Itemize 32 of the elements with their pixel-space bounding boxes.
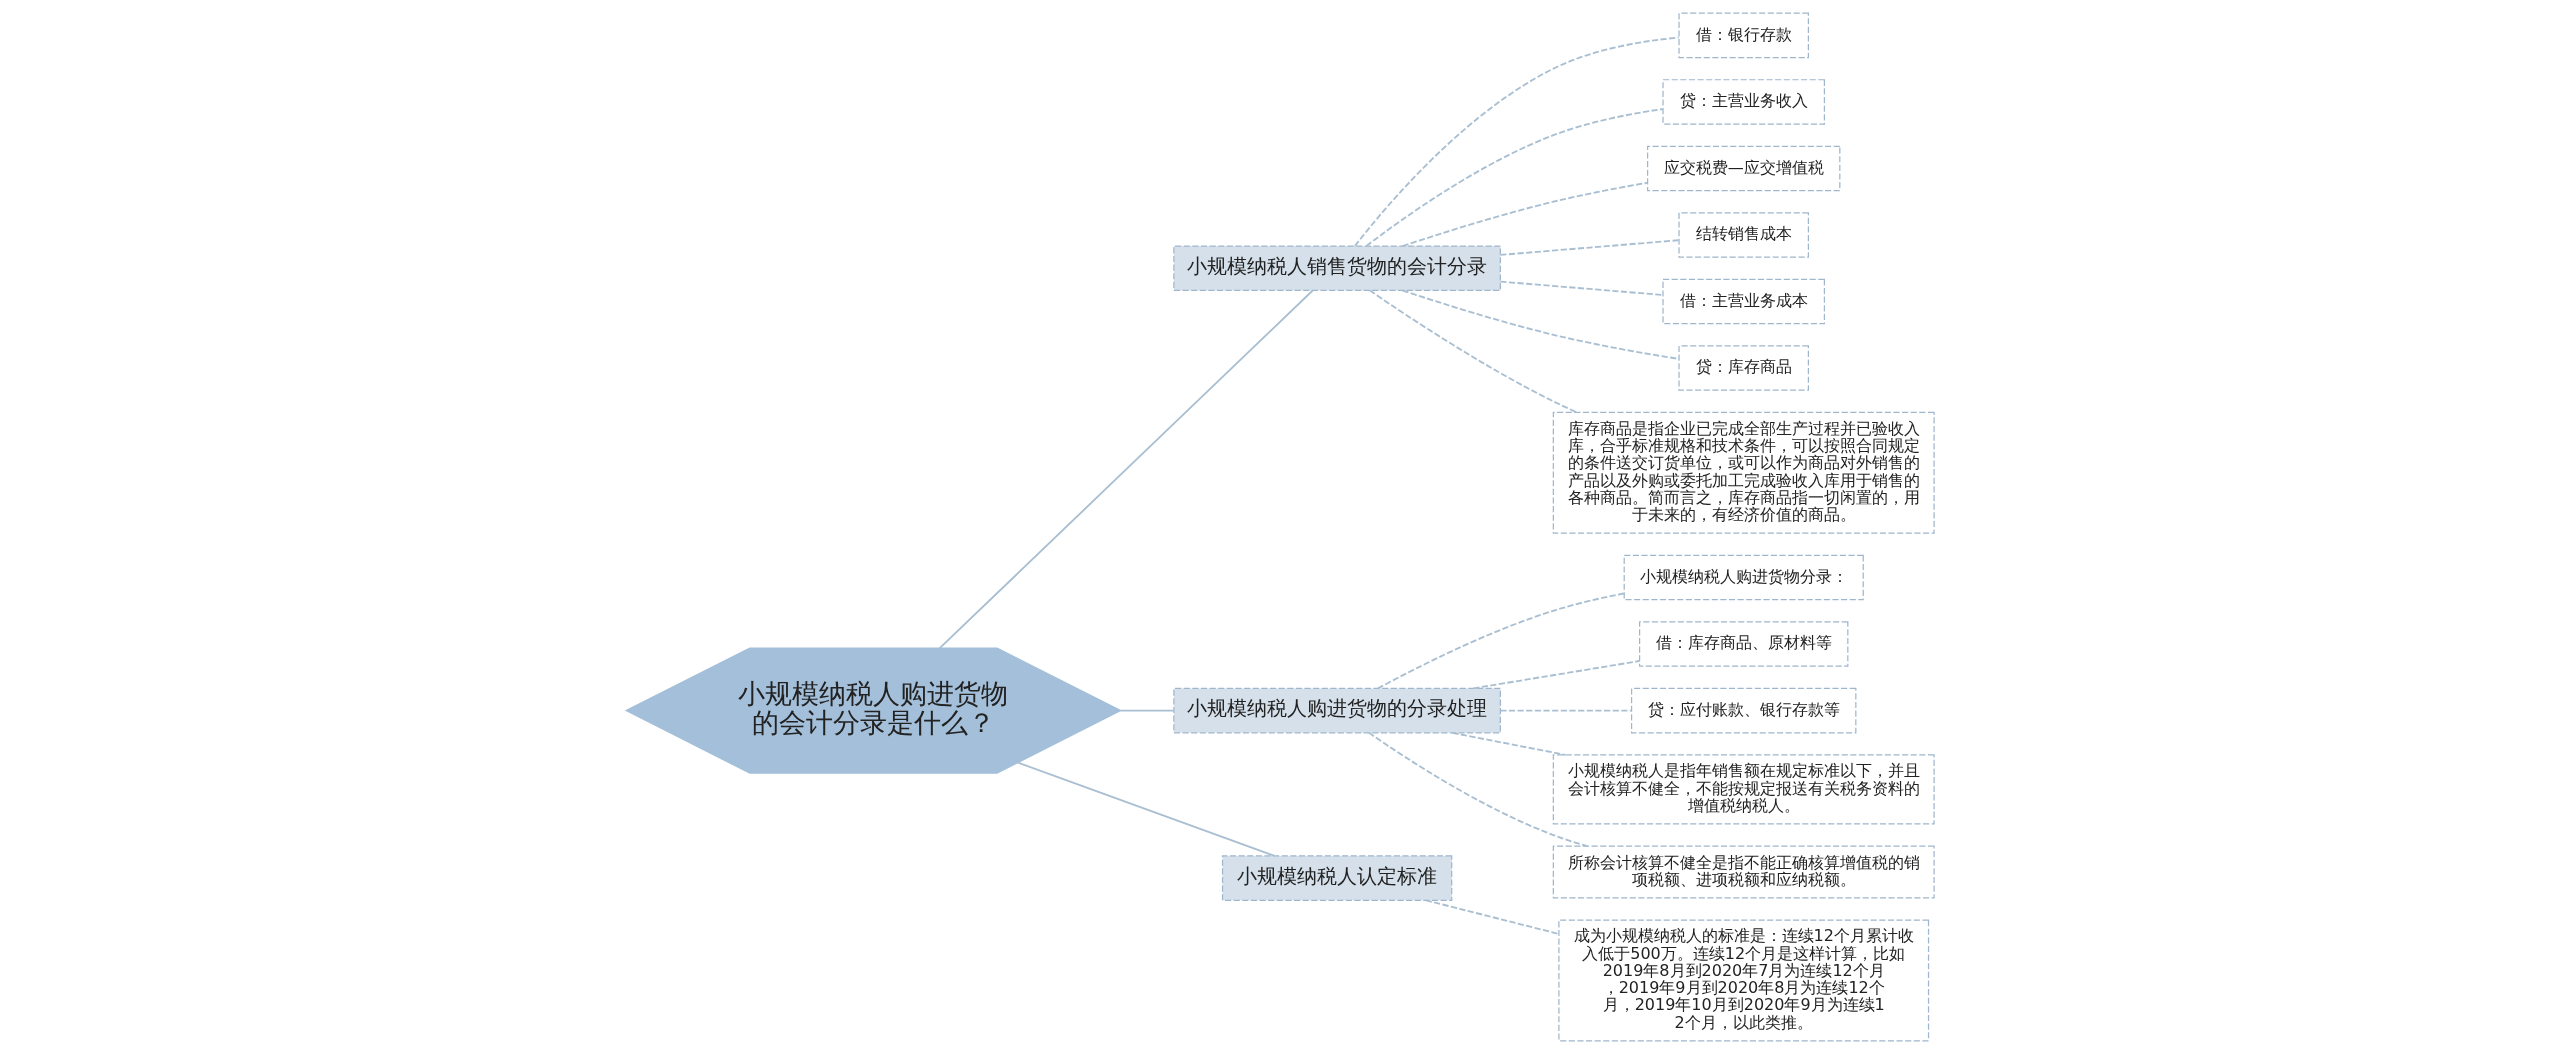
connector — [1499, 280, 1664, 296]
connector — [1365, 108, 1664, 247]
connector — [1401, 289, 1680, 360]
node-box: 贷：主营业务收入 — [1662, 79, 1826, 125]
connector — [1499, 239, 1680, 256]
node-box: 小规模纳税人认定标准 — [1221, 855, 1453, 901]
node-box: 应交税费—应交增值税 — [1647, 145, 1841, 192]
connector — [938, 289, 1314, 650]
node-box: 小规模纳税人购进货物分录： — [1623, 554, 1864, 601]
node-box: 所称会计核算不健全是指不能正确核算增值税的销项税额、进项税额和应纳税额。 — [1552, 845, 1935, 899]
node-box: 小规模纳税人是指年销售额在规定标准以下，并且会计核算不健全，不能按规定报送有关税务资料的增值税纳税人。 — [1552, 754, 1935, 825]
node-box: 结转销售成本 — [1678, 212, 1809, 258]
node-box: 借：主营业务成本 — [1662, 278, 1826, 325]
connector — [1354, 36, 1680, 247]
node-box: 贷：应付账款、银行存款等 — [1630, 687, 1857, 734]
connector — [1472, 660, 1641, 690]
connector — [1401, 181, 1649, 247]
connector — [1451, 731, 1567, 756]
connector — [1369, 289, 1578, 414]
connector — [1425, 899, 1560, 935]
connector — [1017, 761, 1276, 857]
node-box: 成为小规模纳税人的标准是：连续12个月累计收入低于500万。连续12个月是这样计算，比如2019年8月到2020年7月为连续12个月，2019年9月到2020年8月为连续12个月，2019年10月到2020年9月为连续12个月，以此类推。 — [1558, 919, 1930, 1042]
connector — [1376, 592, 1625, 690]
node-box: 小规模纳税人销售货物的会计分录 — [1173, 245, 1501, 292]
connector — [1119, 709, 1175, 712]
node-box: 库存商品是指企业已完成全部生产过程并已验收入库，合乎标准规格和技术条件，可以按照合同规定的条件送交订货单位，或可以作为商品对外销售的产品以及外购或委托加工完成验收入库用于销售的各种商品。简而言之，库存商品指一切闲置的，用于未来的，有经济价值的商品。 — [1552, 411, 1935, 534]
node-box: 贷：库存商品 — [1678, 345, 1809, 391]
connector — [1499, 709, 1633, 712]
connector — [1368, 731, 1589, 848]
node-box: 借：库存商品、原材料等 — [1639, 621, 1849, 667]
node-box: 小规模纳税人购进货物的分录处理 — [1173, 687, 1501, 734]
node-box: 借：银行存款 — [1678, 12, 1809, 59]
